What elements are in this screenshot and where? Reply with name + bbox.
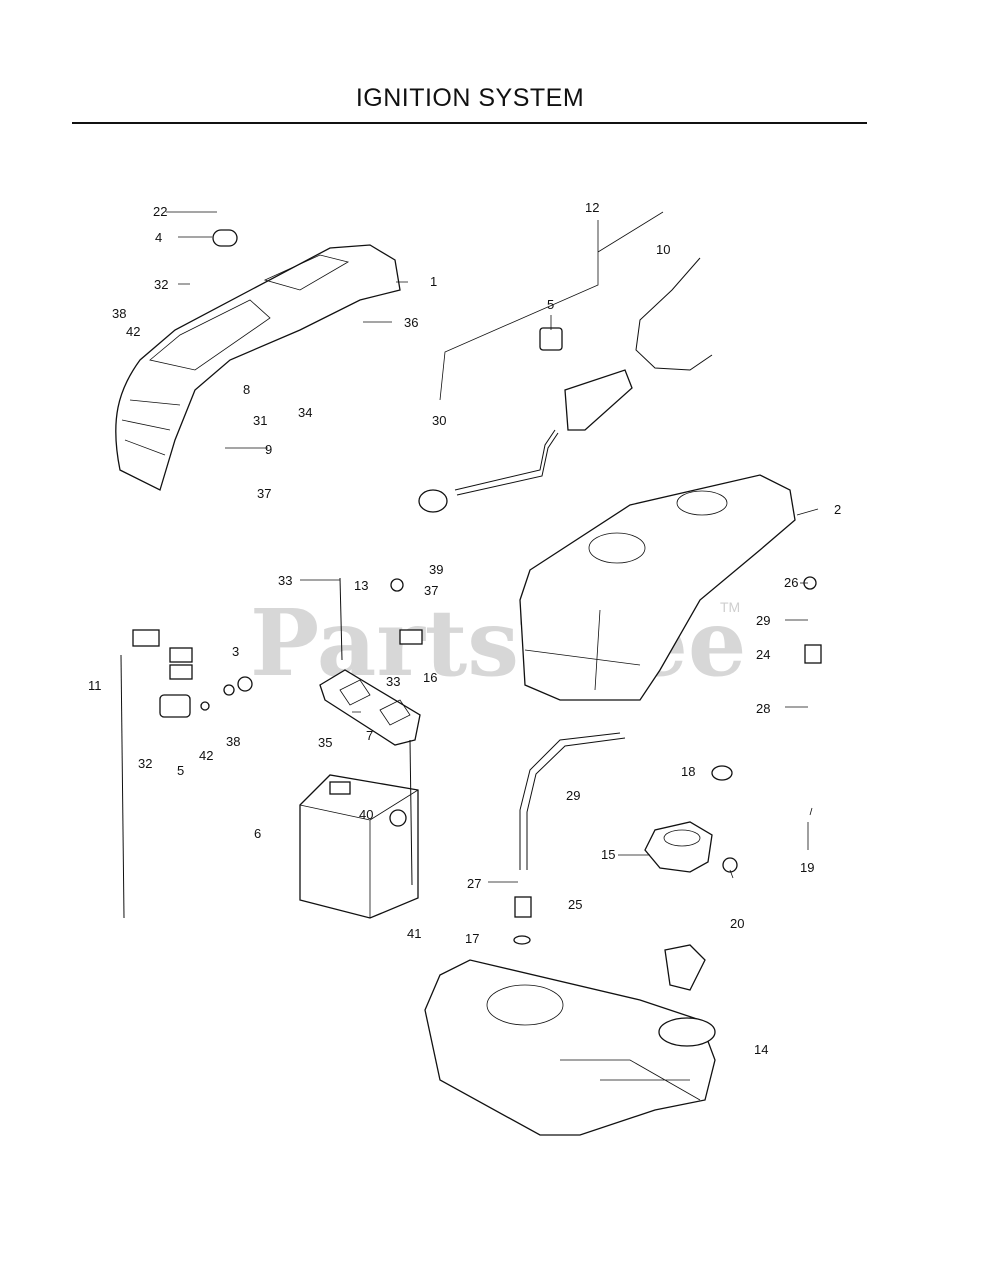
callout-1: 1 (430, 274, 437, 289)
callout-24: 26 (784, 575, 798, 590)
callout-7: 7 (366, 728, 373, 743)
callout-38b: 38 (226, 734, 240, 749)
callout-42a: 42 (126, 324, 140, 339)
callout-15: 14 (754, 1042, 768, 1057)
switch5-part (159, 694, 191, 718)
callout-22: 24 (756, 647, 770, 662)
fuel-tank-part (424, 959, 716, 1136)
callout-34: 34 (298, 405, 312, 420)
callout-2: 2 (834, 502, 841, 517)
rear-fender-part (519, 474, 796, 701)
callout-38a: 38 (112, 306, 126, 321)
washer-18 (513, 935, 531, 945)
callout-23: 25 (568, 897, 582, 912)
callout-5b: 5 (177, 763, 184, 778)
battery-part (299, 774, 419, 919)
callout-30: 31 (253, 413, 267, 428)
part-35 (329, 781, 351, 795)
rod-part (120, 654, 125, 919)
callout-6: 6 (254, 826, 261, 841)
battery-tray-part (319, 669, 421, 746)
callout-14: 13 (354, 578, 368, 593)
page-title: IGNITION SYSTEM (355, 84, 585, 112)
callout-40: 40 (359, 807, 373, 822)
callout-39: 39 (429, 562, 443, 577)
callout-29: 30 (432, 413, 446, 428)
ignition-key-part (212, 229, 238, 247)
connector-b (169, 647, 193, 663)
callout-10: 9 (265, 442, 272, 457)
callout-36: 36 (404, 315, 418, 330)
callout-17: 16 (423, 670, 437, 685)
callout-27: 29 (756, 613, 770, 628)
callout-37b: 37 (424, 583, 438, 598)
cable-part (635, 257, 713, 371)
callout-33: 33 (278, 573, 292, 588)
part-14 (390, 578, 404, 592)
callout-9: 8 (243, 382, 250, 397)
part-23 (514, 896, 532, 918)
bolt-part (339, 577, 343, 661)
callout-32b: 33 (386, 674, 400, 689)
callout-18: 17 (465, 931, 479, 946)
connector-c (169, 664, 193, 680)
gasket-part (664, 944, 706, 991)
part-40 (389, 809, 407, 827)
connector-a (132, 629, 160, 647)
callout-41: 41 (407, 926, 421, 941)
fender-console-part (115, 244, 401, 491)
part-21 (722, 857, 738, 873)
fuel-cap-part (644, 821, 713, 873)
callout-42b: 42 (199, 748, 213, 763)
callout-13: 12 (585, 200, 599, 215)
bracket-part (564, 369, 633, 431)
callout-35: 35 (318, 735, 332, 750)
part-4 (237, 676, 253, 692)
callout-3: 4 (155, 230, 162, 245)
callout-19: 18 (681, 764, 695, 779)
callout-31: 32 (138, 756, 152, 771)
callout-21: 20 (730, 916, 744, 931)
title-rule (72, 122, 867, 124)
callout-32a: 32 (154, 277, 168, 292)
part-17 (399, 629, 423, 645)
callout-37a: 37 (257, 486, 271, 501)
washer-38 (223, 684, 235, 696)
callout-28: 29 (566, 788, 580, 803)
callout-16: 15 (601, 847, 615, 862)
callout-25: 27 (467, 876, 481, 891)
watermark-tm: TM (720, 599, 740, 615)
hose-part (519, 732, 621, 870)
callout-20: 19 (800, 860, 814, 875)
switch-part (539, 327, 563, 351)
grommet-19 (711, 765, 733, 781)
callout-8: 22 (153, 204, 167, 219)
callout-26: 28 (756, 701, 770, 716)
washer-42 (200, 701, 210, 711)
callout-4: 3 (232, 644, 239, 659)
rod41-part (409, 739, 413, 886)
part-22 (804, 644, 822, 664)
callout-12: 11 (88, 678, 102, 693)
lever-part (418, 429, 559, 513)
callout-11: 10 (656, 242, 670, 257)
callout-5a: 5 (547, 297, 554, 312)
